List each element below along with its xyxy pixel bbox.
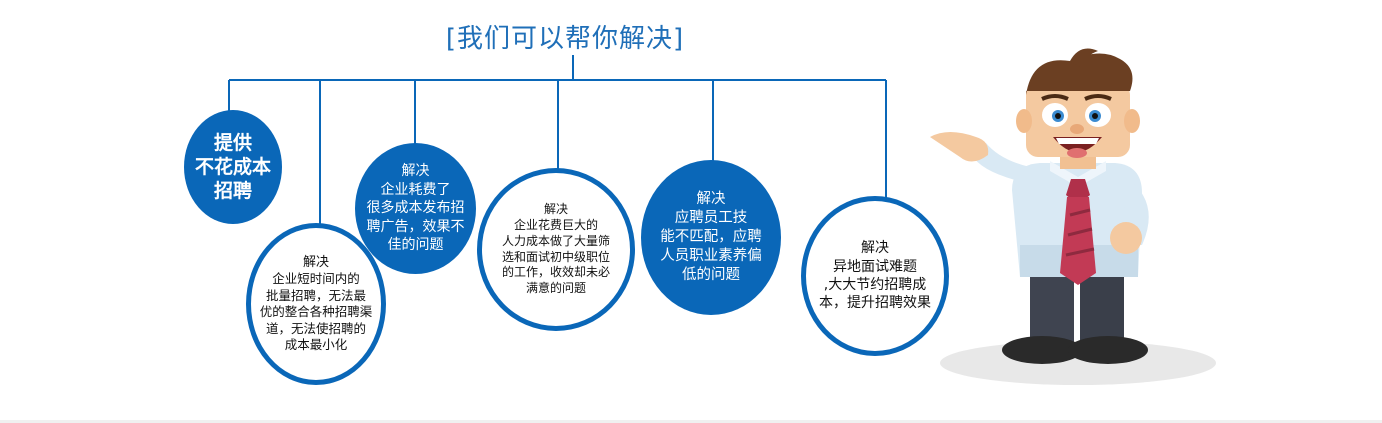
circle-text: 应聘员工技 能不匹配，应聘 人员职业素养偏 低的问题 [660,209,762,284]
circle-text: 异地面试难题 ,大大节约招聘成 本，提升招聘效果 [819,258,931,312]
circle-text: 提供 不花成本 招聘 [194,131,271,203]
circle-heading: 解决 [401,163,430,180]
cartoon-businessman-icon [930,48,1216,385]
circle-heading: 解决 [861,240,889,257]
solution-circle-remote-interview: 解决 异地面试难题 ,大大节约招聘成 本，提升招聘效果 [801,196,949,356]
circle-heading: 解决 [543,202,568,217]
section-title: [我们可以帮你解决] [445,24,685,54]
solution-circle-batch-recruit: 解决 企业短时间内的 批量招聘，无法最 优的整合各种招聘渠 道，无法使招聘的 成… [246,223,386,385]
circle-heading: 解决 [302,255,329,271]
solution-circle-ad-cost: 解决 企业耗费了 很多成本发布招 聘广告，效果不 佳的问题 [355,143,476,274]
solution-circle-free-recruit: 提供 不花成本 招聘 [184,110,282,224]
circle-text: 企业花费巨大的 人力成本做了大量筛 选和面试初中级职位 的工作，收效却未必 满意… [501,217,610,296]
bottom-divider [0,420,1382,423]
solution-circle-screening: 解决 企业花费巨大的 人力成本做了大量筛 选和面试初中级职位 的工作，收效却未必… [477,168,635,331]
solution-circle-skill-mismatch: 解决 应聘员工技 能不匹配，应聘 人员职业素养偏 低的问题 [641,160,781,315]
circle-heading: 解决 [696,190,726,207]
circle-text: 企业耗费了 很多成本发布招 聘广告，效果不 佳的问题 [366,181,465,254]
circle-text: 企业短时间内的 批量招聘，无法最 优的整合各种招聘渠 道，无法使招聘的 成本最小… [259,271,373,353]
